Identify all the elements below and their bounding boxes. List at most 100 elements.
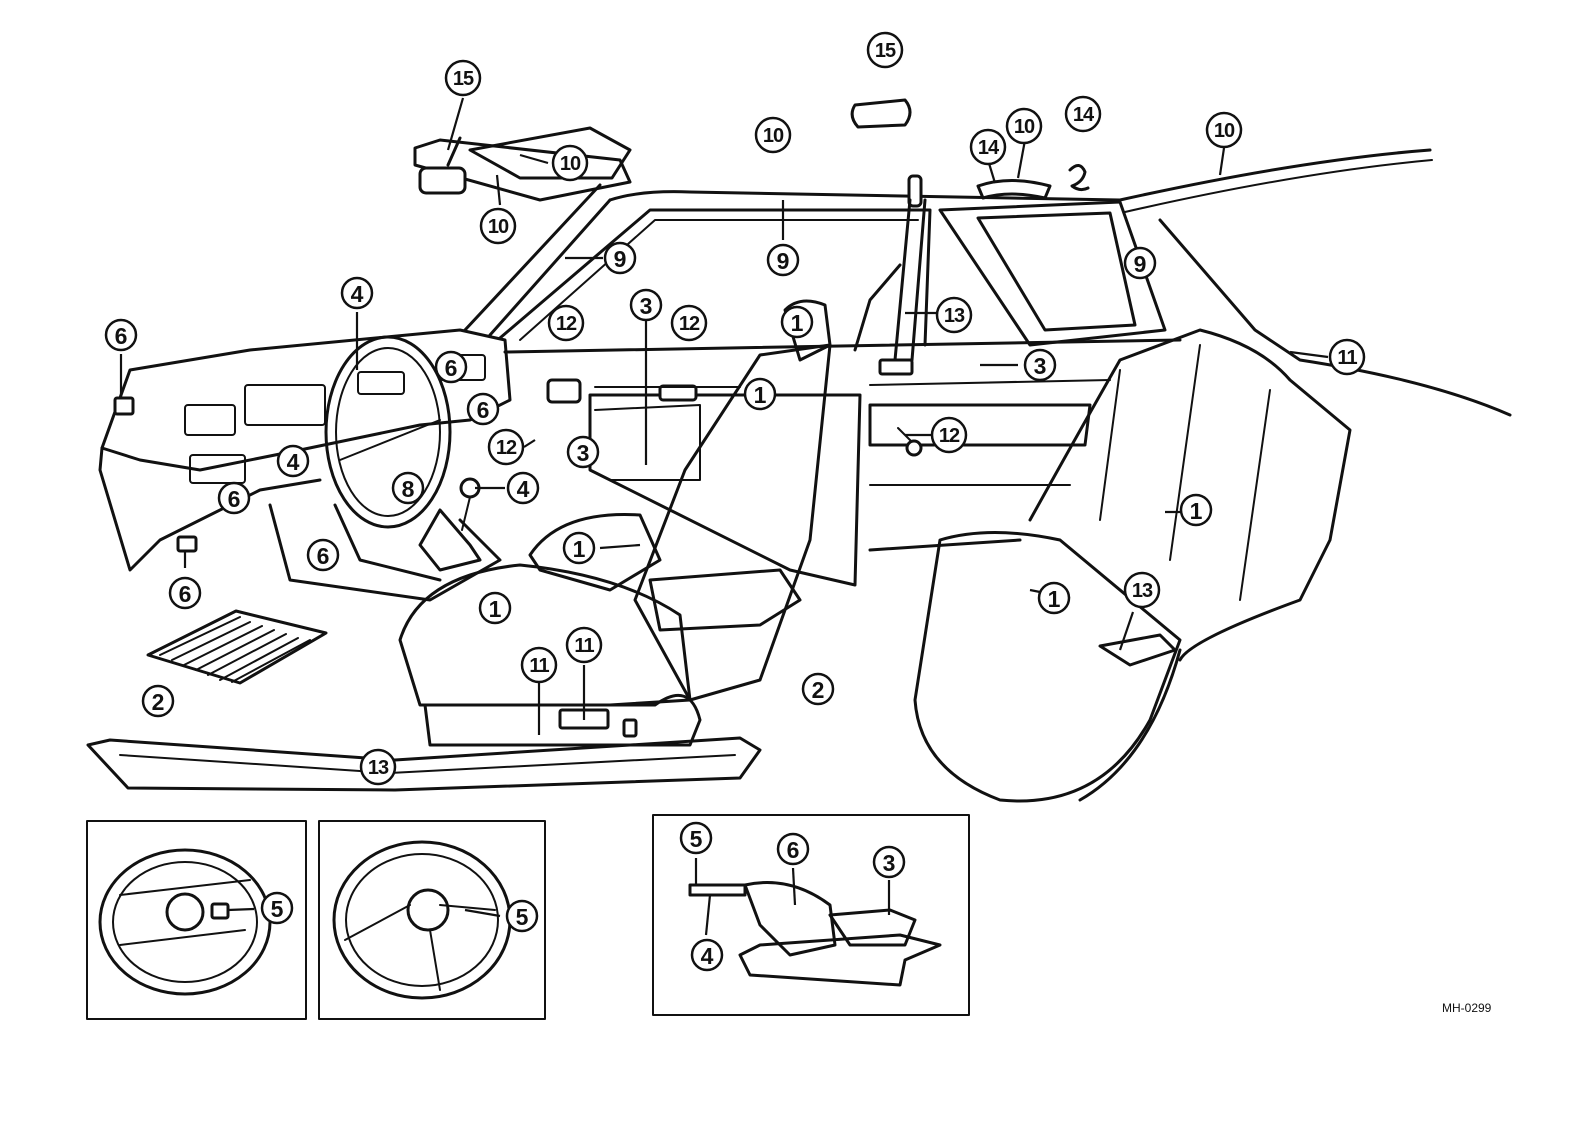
callout-circle <box>743 377 777 411</box>
meter-cluster <box>357 371 405 395</box>
inset-c-console-box <box>738 933 942 987</box>
inset-box-a <box>86 820 307 1020</box>
callout-circle <box>479 207 517 245</box>
rear-seatback <box>1028 328 1352 662</box>
inset-a-rim-inner <box>112 861 258 983</box>
callout-6-d: 6 <box>217 481 251 515</box>
inset-console <box>652 814 970 1016</box>
belt-retractor-cover <box>853 263 902 352</box>
callout-9-a: 9 <box>603 241 637 275</box>
callout-number: 12 <box>556 313 577 335</box>
dash-vent-left <box>113 396 135 416</box>
callout-number: 10 <box>1014 116 1035 138</box>
callout-circle <box>1123 246 1157 280</box>
callout-13-c: 13 <box>359 748 397 786</box>
callout-15-a: 15 <box>444 59 482 97</box>
callout-number: 3 <box>883 850 896 876</box>
callout-12-d: 12 <box>487 428 525 466</box>
front-door-window-frame <box>498 208 932 347</box>
callout-circle <box>434 350 468 384</box>
callout-circle <box>565 626 603 664</box>
callout-13-b: 13 <box>1123 571 1161 609</box>
callout-circle <box>359 748 397 786</box>
callout-circle <box>551 144 589 182</box>
coat-hook <box>1068 164 1090 192</box>
rear-door-bottom-edge <box>868 538 1022 552</box>
callout-circle <box>444 59 482 97</box>
callout-4-d: 4 <box>690 938 724 972</box>
callout-3-a: 3 <box>629 288 663 322</box>
callout-5-a: 5 <box>260 891 294 925</box>
front-door-panel <box>588 393 862 587</box>
inset-b-rim-inner <box>345 853 499 987</box>
a-pillar-outer <box>463 183 602 332</box>
callout-number: 15 <box>453 68 474 90</box>
callout-1-d: 1 <box>478 591 512 625</box>
callout-circle <box>141 684 175 718</box>
rear-door-trim <box>868 379 1111 552</box>
roof-accessories <box>418 98 1090 200</box>
inset-a-horn-pad <box>165 892 205 932</box>
callout-10-e: 10 <box>1205 111 1243 149</box>
shift-boot <box>418 508 482 572</box>
callout-3-b: 3 <box>566 435 600 469</box>
inset-c-console-pocket <box>828 908 917 947</box>
instrument-panel-lower <box>98 446 322 572</box>
rear-pillar-and-shelf <box>1158 218 1512 417</box>
callout-number: 6 <box>115 323 128 349</box>
rear-seat-cushion <box>913 531 1182 803</box>
inset-a-spokes <box>119 879 251 946</box>
headliner-front-panel <box>413 138 632 202</box>
callout-number: 5 <box>271 896 284 922</box>
callout-circle <box>603 241 637 275</box>
callout-10-c: 10 <box>479 207 517 245</box>
seat-side-cover <box>423 694 702 747</box>
inset-b-spokes <box>344 904 496 991</box>
inset-a-horn-button <box>210 902 230 920</box>
callout-6-f: 6 <box>168 576 202 610</box>
front-window-switch <box>546 378 582 404</box>
callout-15-b: 15 <box>866 31 904 69</box>
callout-10-d: 10 <box>1005 107 1043 145</box>
callout-number: 1 <box>754 382 767 408</box>
callout-circle <box>754 116 792 154</box>
callout-12-b: 12 <box>670 304 708 342</box>
assist-grip <box>976 179 1052 200</box>
callout-number: 10 <box>763 125 784 147</box>
callout-number: 9 <box>1134 251 1147 277</box>
callout-number: 12 <box>496 437 517 459</box>
floor-console-left <box>268 503 502 602</box>
dash-radio-slot <box>189 454 246 484</box>
callout-5-b: 5 <box>505 899 539 933</box>
rearview-mirror-stay <box>446 136 462 167</box>
roof-rear-line <box>1118 148 1432 202</box>
inset-box-b <box>318 820 546 1020</box>
callout-number: 3 <box>1034 353 1047 379</box>
callout-4-c: 4 <box>506 471 540 505</box>
steering-wheel-rim <box>324 335 452 529</box>
callout-6-b: 6 <box>434 350 468 384</box>
callout-6-a: 6 <box>104 318 138 352</box>
callout-number: 11 <box>1337 347 1357 369</box>
callout-circle <box>1005 107 1043 145</box>
dash-gauge-left <box>184 404 236 436</box>
rear-seatback-pleats <box>1099 344 1271 601</box>
callout-number: 6 <box>445 355 458 381</box>
callout-circle <box>340 276 374 310</box>
rear-door-molding-upper <box>869 379 1111 386</box>
callout-number: 4 <box>517 476 530 502</box>
dash-switch-lower <box>176 535 198 553</box>
callout-circle <box>506 471 540 505</box>
callout-number: 9 <box>614 246 627 272</box>
callout-number: 6 <box>228 486 241 512</box>
steering-wheel <box>324 335 452 529</box>
callout-circle <box>217 481 251 515</box>
floor-console <box>268 477 502 602</box>
callout-circle <box>1328 338 1366 376</box>
callout-circle <box>547 304 585 342</box>
body-outline <box>413 126 1512 417</box>
seat-belt <box>853 174 927 376</box>
callout-number: 4 <box>701 943 714 969</box>
